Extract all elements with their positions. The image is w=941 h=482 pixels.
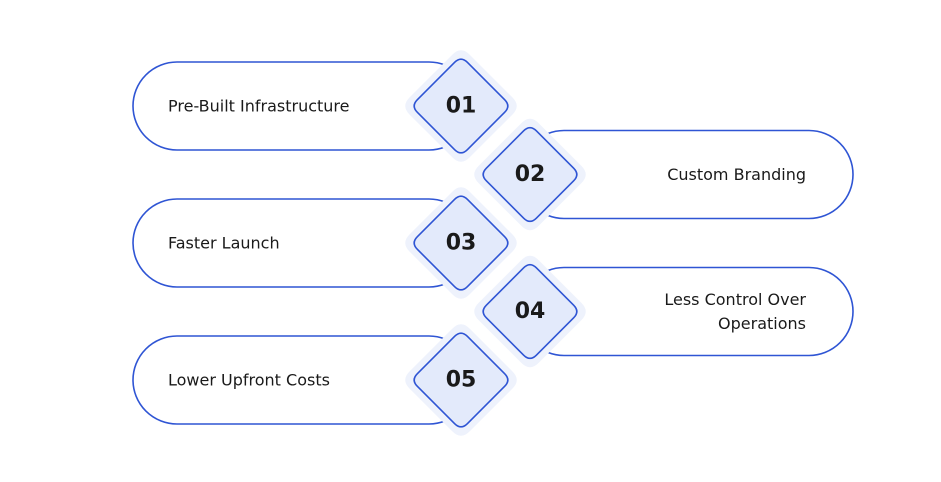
diamond-shape	[413, 332, 509, 428]
step-label-line: Custom Branding	[667, 165, 806, 184]
step-label-line: Operations	[718, 314, 806, 333]
step-number-3: 03	[446, 231, 477, 256]
diamond-shape	[413, 195, 509, 291]
step-badge-3: 03	[405, 187, 517, 299]
step-badge-4: 04	[474, 255, 586, 368]
step-number-4: 04	[515, 299, 546, 324]
step-label-3: Faster Launch	[168, 234, 280, 253]
diamonds-layer: 01 02 03 04 05	[405, 50, 586, 436]
step-label-2: Custom Branding	[667, 165, 806, 184]
step-label-line: Faster Launch	[168, 234, 280, 253]
step-label-line: Lower Upfront Costs	[168, 371, 330, 390]
diamond-shape	[482, 126, 578, 223]
step-number-2: 02	[515, 162, 546, 187]
diamond-shape	[482, 263, 578, 360]
step-number-5: 05	[446, 368, 477, 393]
step-number-1: 01	[446, 94, 477, 119]
step-label-line: Pre-Built Infrastructure	[168, 97, 350, 116]
step-badge-1: 01	[405, 50, 517, 162]
step-badge-2: 02	[474, 118, 586, 231]
step-label-1: Pre-Built Infrastructure	[168, 97, 350, 116]
step-label-5: Lower Upfront Costs	[168, 371, 330, 390]
diamond-shape	[413, 58, 509, 154]
step-label-line: Less Control Over	[664, 290, 806, 309]
step-badge-5: 05	[405, 324, 517, 436]
